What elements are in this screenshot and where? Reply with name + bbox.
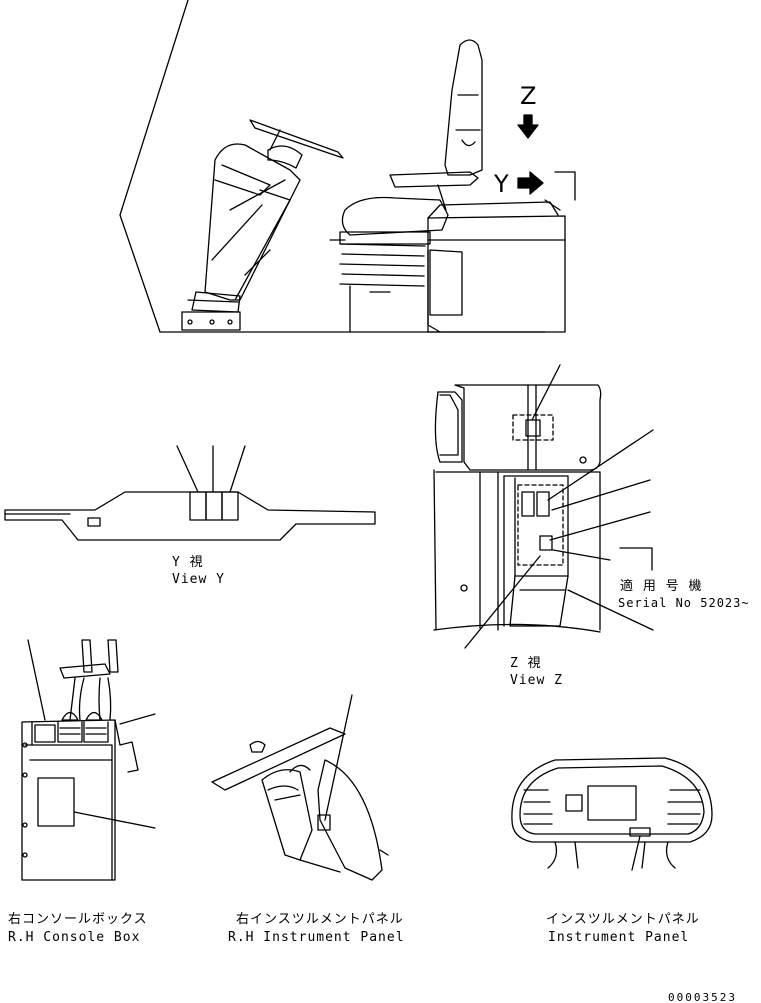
serial-caption-jp: 適 用 号 機 (620, 579, 703, 594)
serial-caption-en: Serial No 52023~ (618, 596, 750, 610)
rh-console-box-caption-jp: 右コンソールボックス (8, 912, 148, 927)
view-y-drawing (4, 445, 376, 541)
rh-console-box-caption-en: R.H Console Box (8, 930, 141, 945)
view-z-caption-jp: Z 視 (510, 656, 542, 671)
rh-instrument-panel-caption-jp: 右インスツルメントパネル (236, 912, 404, 927)
rh-console-box-drawing (21, 639, 156, 881)
view-y-caption-jp: Y 視 (172, 555, 204, 570)
instrument-panel-caption-jp: インスツルメントパネル (546, 912, 700, 927)
view-y-caption-en: View Y (172, 572, 225, 587)
view-letter-z: Z (520, 82, 537, 110)
instrument-panel-caption-en: Instrument Panel (548, 930, 690, 945)
rh-instrument-panel-caption-en: R.H Instrument Panel (228, 930, 405, 945)
rh-instrument-panel-drawing (211, 694, 389, 881)
cab-side-view (119, 0, 576, 333)
instrument-panel-drawing (511, 757, 713, 871)
view-z-caption-en: View Z (510, 673, 563, 688)
view-letter-y: Y (494, 170, 509, 198)
view-z-drawing (433, 364, 654, 649)
document-number: 00003523 (668, 991, 737, 1003)
